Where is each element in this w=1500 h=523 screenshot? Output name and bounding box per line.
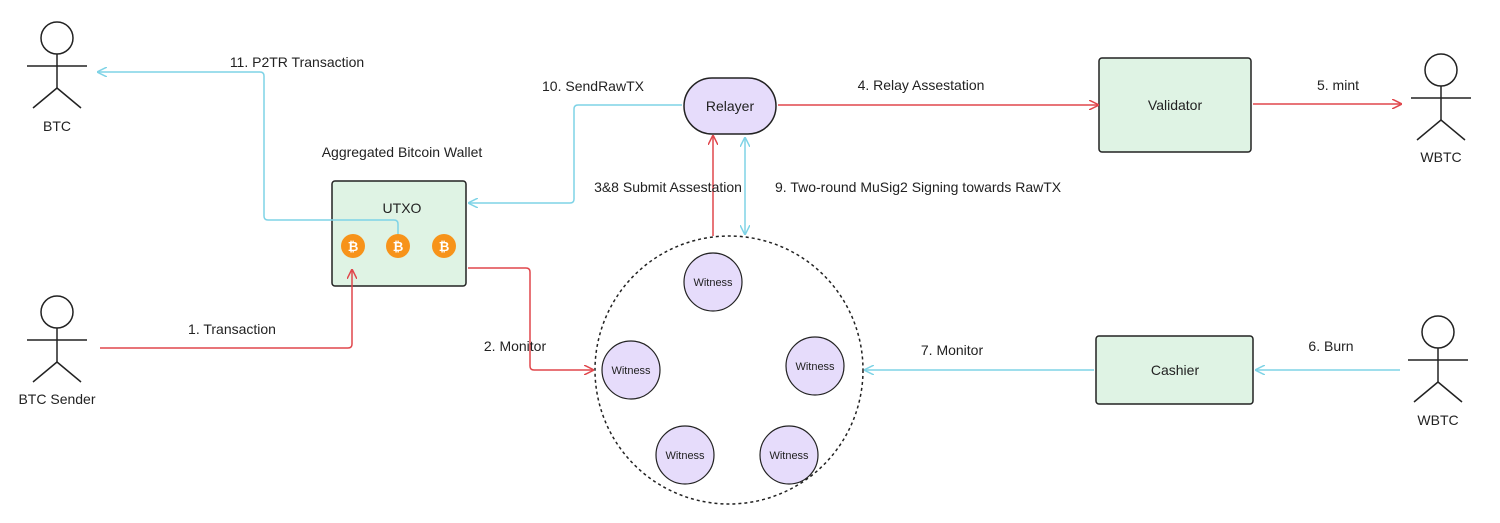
arrow-monitor-utxo <box>468 267 593 370</box>
bitcoin-coin-icon: ₿ <box>341 234 365 258</box>
witness-label: Witness <box>795 361 835 373</box>
svg-text:₿: ₿ <box>393 240 404 255</box>
witness-label: Witness <box>665 450 705 462</box>
bitcoin-coin-icon: ₿ <box>386 234 410 258</box>
step-6-label: 6. Burn <box>1308 338 1353 354</box>
svg-text:₿: ₿ <box>348 240 359 255</box>
witness-label: Witness <box>769 450 809 462</box>
actor-btc-receiver-label: BTC <box>43 118 71 134</box>
cashier-label: Cashier <box>1151 362 1200 378</box>
relayer-label: Relayer <box>706 98 755 114</box>
actor-wbtc-burn-label: WBTC <box>1417 412 1458 428</box>
step-7-label: 7. Monitor <box>921 342 984 358</box>
witness-label: Witness <box>611 365 651 377</box>
arrow-p2tr-transaction <box>98 72 399 234</box>
witness-node <box>683 252 743 312</box>
step-9-label: 9. Two-round MuSig2 Signing towards RawT… <box>775 179 1062 195</box>
actor-wbtc-mint-label: WBTC <box>1420 149 1461 165</box>
utxo-label: UTXO <box>383 200 422 216</box>
witness-node <box>655 425 715 485</box>
arrow-transaction <box>100 270 352 349</box>
step-1-label: 1. Transaction <box>188 321 276 337</box>
utxo-box <box>331 180 467 287</box>
actor-wbtc-mint <box>1411 53 1471 141</box>
actor-btc-sender <box>27 295 87 383</box>
svg-text:₿: ₿ <box>439 240 450 255</box>
step-10-label: 10. SendRawTX <box>542 78 645 94</box>
relayer-node <box>683 77 777 135</box>
actor-btc-receiver <box>27 21 87 109</box>
arrow-send-raw-tx <box>469 104 682 203</box>
validator-label: Validator <box>1148 97 1203 113</box>
witness-label: Witness <box>693 277 733 289</box>
witness-node <box>601 340 661 400</box>
witness-cluster <box>594 235 864 505</box>
cashier-box <box>1095 335 1254 405</box>
actor-btc-sender-label: BTC Sender <box>18 391 95 407</box>
step-4-label: 4. Relay Assestation <box>858 77 985 93</box>
step-2-label: 2. Monitor <box>484 338 547 354</box>
validator-box <box>1098 57 1252 153</box>
step-5-label: 5. mint <box>1317 77 1359 93</box>
wallet-caption: Aggregated Bitcoin Wallet <box>322 144 483 160</box>
witness-node <box>759 425 819 485</box>
step-3-8-label: 3&8 Submit Assestation <box>594 179 742 195</box>
actor-wbtc-burn <box>1408 315 1468 403</box>
bitcoin-coin-icon: ₿ <box>432 234 456 258</box>
witness-node <box>785 336 845 396</box>
step-11-label: 11. P2TR Transaction <box>230 54 364 70</box>
